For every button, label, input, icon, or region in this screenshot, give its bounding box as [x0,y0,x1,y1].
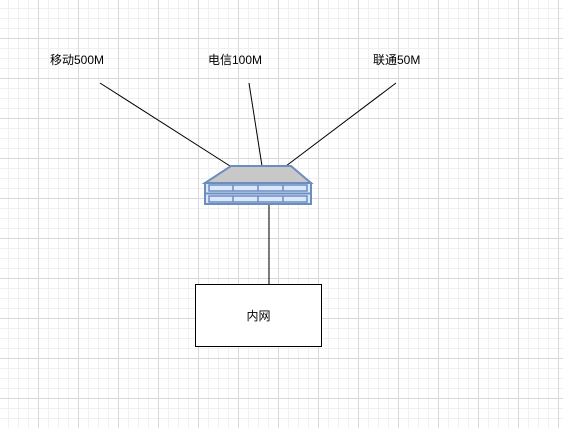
connector-telecom [248,82,263,167]
isp-label-telecom[interactable]: 电信100M [208,53,263,67]
isp-label-mobile[interactable]: 移动500M [50,53,105,67]
router-switch-icon[interactable] [201,165,314,205]
intranet-label: 内网 [246,309,271,323]
isp-label-unicom[interactable]: 联通50M [373,53,421,67]
connector-mobile [99,82,231,167]
connector-unicom [285,82,397,167]
intranet-node[interactable]: 内网 [195,284,322,347]
